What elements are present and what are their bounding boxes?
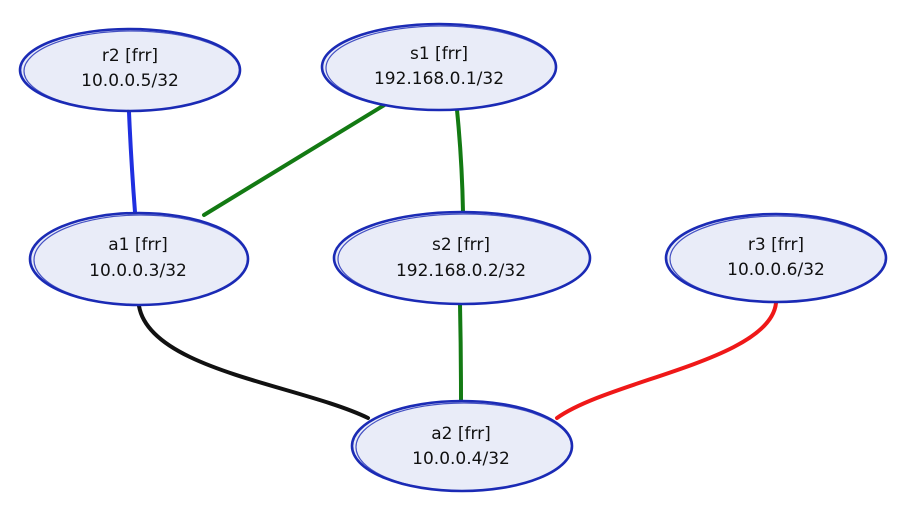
link-r3-a2 [555,301,778,420]
node-r2[interactable]: r2 [frr] 10.0.0.5/32 [18,27,242,113]
node-s1[interactable]: s1 [frr] 192.168.0.1/32 [320,22,558,112]
node-a2-address: 10.0.0.4/32 [412,449,510,469]
links-layer [127,102,778,420]
node-s1-sketch-outline [325,25,557,111]
node-r3-sketch-outline [669,215,887,303]
node-s2-label: s2 [frr] [432,235,490,255]
node-a1-sketch-outline [33,214,249,306]
node-a2-sketch-outline [355,402,573,492]
node-s2-address: 192.168.0.2/32 [396,261,526,281]
node-a2-label: a2 [frr] [431,424,491,444]
node-r3-label: r3 [frr] [748,235,804,255]
node-s1-address: 192.168.0.1/32 [374,69,504,89]
node-r2-sketch-outline [23,30,241,112]
node-a1-address: 10.0.0.3/32 [89,261,187,281]
link-s1-s2 [455,108,465,214]
link-r2-a1 [127,110,137,214]
node-r2-address: 10.0.0.5/32 [81,71,179,91]
node-r3[interactable]: r3 [frr] 10.0.0.6/32 [664,212,888,304]
node-s2[interactable]: s2 [frr] 192.168.0.2/32 [332,210,592,306]
node-r3-address: 10.0.0.6/32 [727,260,825,280]
node-a1[interactable]: a1 [frr] 10.0.0.3/32 [28,211,250,307]
link-s1-a1 [202,102,388,217]
link-a1-a2 [137,304,370,420]
node-a2[interactable]: a2 [frr] 10.0.0.4/32 [350,399,574,493]
node-s2-sketch-outline [337,213,591,305]
link-s2-a2 [458,302,463,402]
node-a1-label: a1 [frr] [108,235,168,255]
node-s1-label: s1 [frr] [410,44,468,64]
node-r2-label: r2 [frr] [102,46,158,66]
